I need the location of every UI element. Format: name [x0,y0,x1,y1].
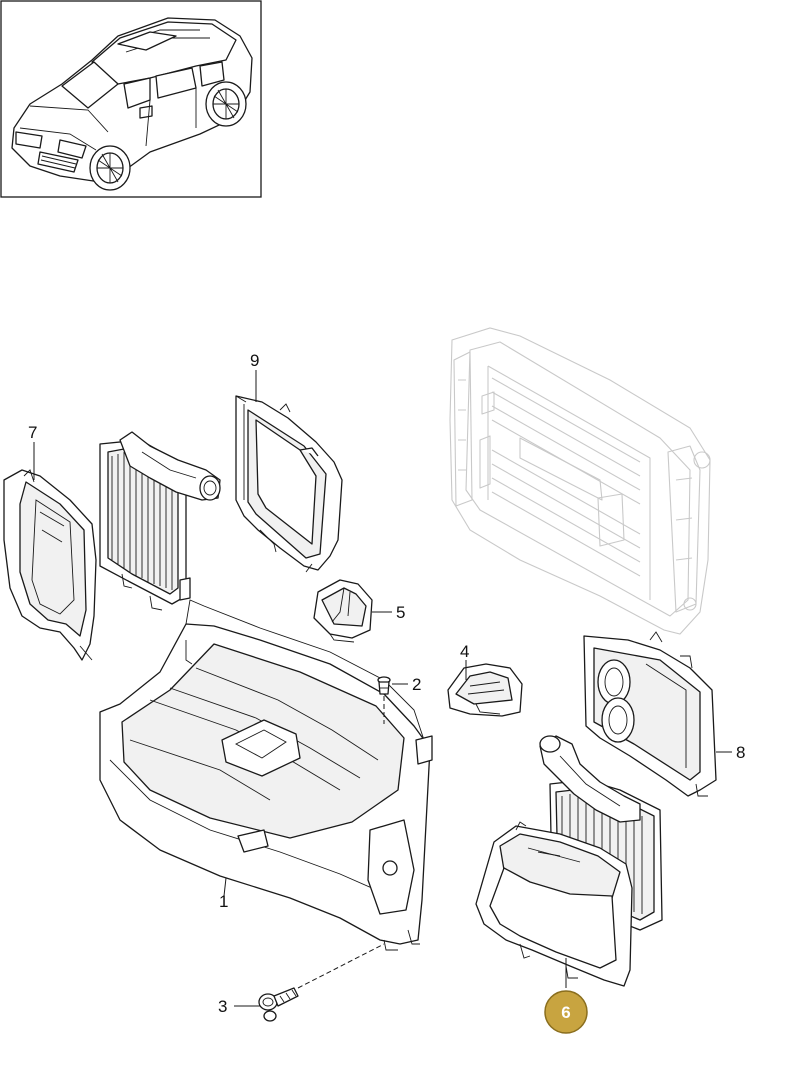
part-4-bracket [447,663,523,717]
part-9-air-guide-frame [235,395,343,573]
intercooler-left [99,431,221,611]
callout-9: 9 [250,351,259,370]
leader-lines [33,370,732,1007]
callout-3: 3 [218,997,227,1016]
callout-7: 7 [28,423,37,442]
callout-1: 1 [219,892,228,911]
callout-8: 8 [736,743,745,762]
part-6-air-duct-right [475,821,633,987]
part-8-air-guide-frame [583,631,717,797]
callout-labels: 1 2 3 4 5 7 8 9 6 [28,351,745,1034]
callout-5: 5 [396,603,405,622]
part-3-mount-line [297,943,385,989]
part-3-screw [258,987,299,1022]
part-5-bracket [313,579,373,643]
callout-4: 4 [460,642,469,661]
part-2-clip [377,676,391,695]
radiator-module-ghost [449,327,711,635]
part-1-air-deflector [99,599,433,951]
callout-6-badge[interactable] [544,990,588,1034]
callout-6[interactable]: 6 [561,1003,570,1022]
suv-illustration [11,17,253,191]
vehicle-thumbnail [0,0,262,198]
callout-6-highlight[interactable]: 6 [544,990,588,1034]
part-7-air-duct-left [3,469,97,661]
callout-2: 2 [412,675,421,694]
